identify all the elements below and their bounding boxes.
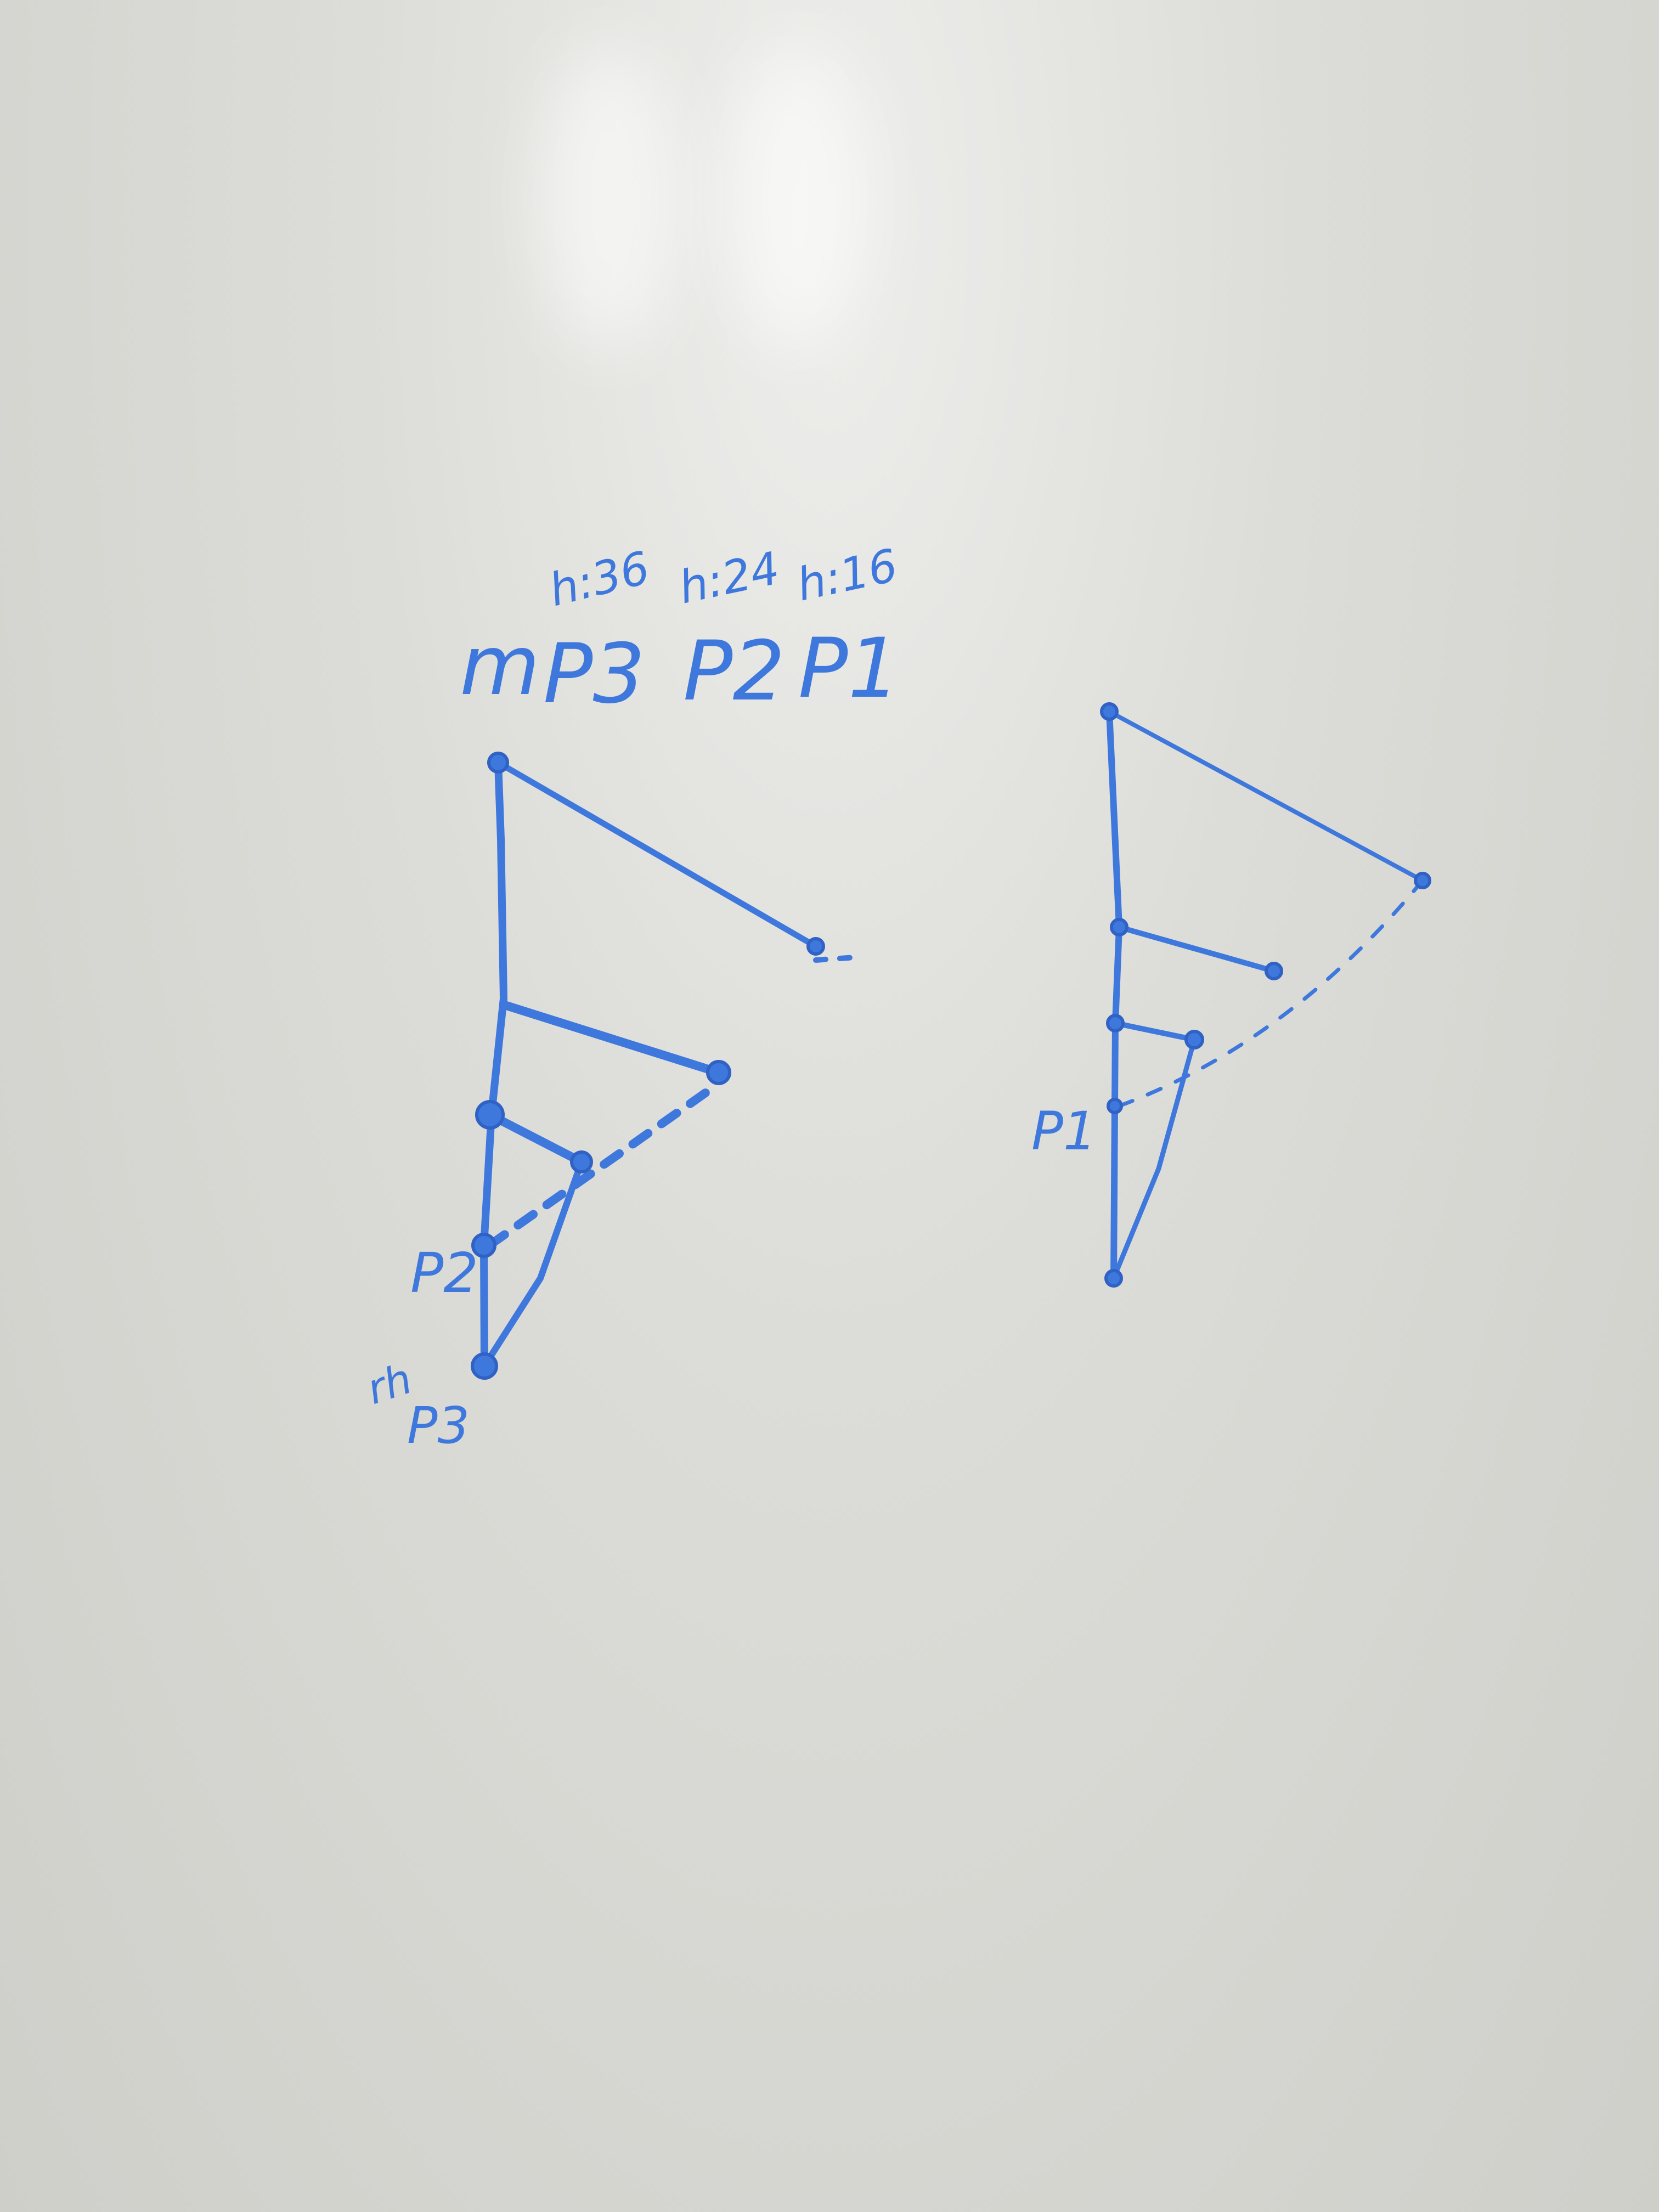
- left-diagonal-edge: [481, 1159, 585, 1369]
- right-node-p1: [1107, 1098, 1123, 1114]
- label-m: m: [460, 618, 540, 714]
- label-p3: P3: [543, 627, 645, 722]
- right-node-top: [1100, 702, 1119, 721]
- right-top-edge: [1107, 709, 1425, 883]
- left-label-p2: P2: [410, 1241, 478, 1305]
- left-node-lower-left: [475, 1100, 505, 1130]
- left-middle-edge: [500, 1001, 723, 1077]
- board-glare-1: [538, 44, 680, 351]
- right-node-lower-right: [1184, 1030, 1204, 1049]
- left-node-p2: [471, 1233, 496, 1258]
- left-dashed-tail: [813, 955, 859, 963]
- right-lower-edge: [1113, 1020, 1197, 1042]
- right-diagram: P1: [1031, 702, 1431, 1288]
- right-middle-edge: [1116, 924, 1277, 974]
- right-node-lower-left: [1106, 1014, 1125, 1032]
- left-node-lower-right: [570, 1150, 593, 1173]
- left-lower-edge: [486, 1110, 586, 1166]
- label-h24: h:24: [674, 542, 784, 614]
- label-h16: h:16: [792, 539, 902, 611]
- right-diagonal-edge: [1111, 1037, 1197, 1281]
- right-dashed-arc: [1117, 878, 1425, 1108]
- left-node-bottom: [471, 1352, 498, 1380]
- right-node-mid-right: [1265, 962, 1283, 980]
- left-label-p3: P3: [407, 1396, 470, 1455]
- left-dashed-line: [485, 1079, 723, 1250]
- left-spine-line: [480, 759, 507, 1370]
- label-p1: P1: [798, 621, 900, 716]
- label-p2: P2: [683, 624, 785, 719]
- right-spine-line: [1106, 708, 1122, 1282]
- right-node-bottom: [1104, 1269, 1123, 1288]
- left-top-edge: [495, 759, 819, 950]
- right-node-mid-left: [1110, 918, 1128, 936]
- label-h36: h:36: [544, 542, 654, 617]
- board-glare-2: [724, 44, 867, 351]
- left-diagram: P2 rh P3: [361, 752, 859, 1455]
- left-node-right: [806, 937, 825, 956]
- right-label-p1: P1: [1031, 1101, 1097, 1162]
- left-node-top: [487, 752, 509, 774]
- header-labels: m P3 P2 P1 h:36 h:24 h:16: [460, 539, 902, 722]
- left-node-mid: [706, 1060, 731, 1085]
- right-node-right: [1414, 872, 1431, 889]
